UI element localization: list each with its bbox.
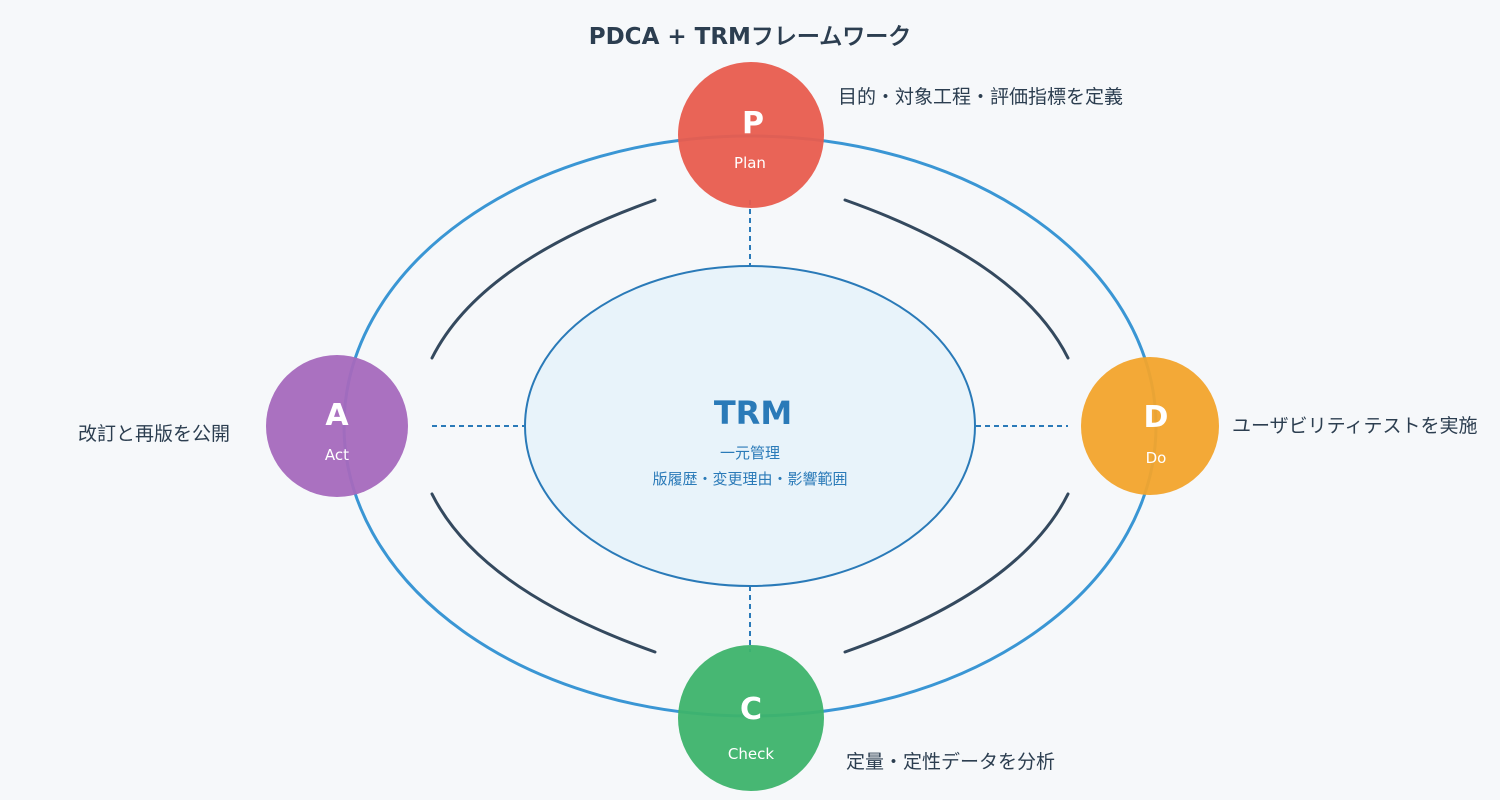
node-check-description: 定量・定性データを分析 [846, 751, 1055, 773]
node-plan-circle [678, 62, 824, 208]
node-do: D Do [1081, 357, 1219, 495]
node-do-letter: D [1144, 400, 1169, 435]
node-act-letter: A [325, 398, 349, 433]
diagram-title: PDCA + TRMフレームワーク [589, 24, 912, 50]
node-act-description: 改訂と再版を公開 [78, 423, 230, 445]
arc-do-to-check [843, 492, 1070, 654]
node-do-circle [1081, 357, 1219, 495]
node-check-circle [678, 645, 824, 791]
node-check-label: Check [728, 745, 774, 763]
arc-check-to-act [430, 492, 657, 654]
node-check: C Check [678, 645, 824, 791]
arc-act-to-plan [430, 198, 657, 360]
node-do-description: ユーザビリティテストを実施 [1232, 415, 1477, 437]
trm-line-1: 一元管理 [720, 444, 780, 462]
cycle-arcs [430, 198, 1070, 654]
node-plan: P Plan [678, 62, 824, 208]
node-plan-description: 目的・対象工程・評価指標を定義 [838, 86, 1123, 108]
trm-line-2: 版履歴・変更理由・影響範囲 [652, 470, 847, 488]
node-plan-letter: P [742, 106, 764, 141]
node-do-label: Do [1146, 449, 1167, 467]
node-check-letter: C [740, 692, 762, 727]
arc-plan-to-do [843, 198, 1070, 360]
center-connectors [432, 200, 1068, 652]
node-act-label: Act [325, 446, 349, 464]
node-act-circle [266, 355, 408, 497]
node-act: A Act [266, 355, 408, 497]
trm-title: TRM [714, 394, 792, 432]
trm-ellipse [524, 265, 976, 587]
node-plan-label: Plan [734, 154, 766, 172]
